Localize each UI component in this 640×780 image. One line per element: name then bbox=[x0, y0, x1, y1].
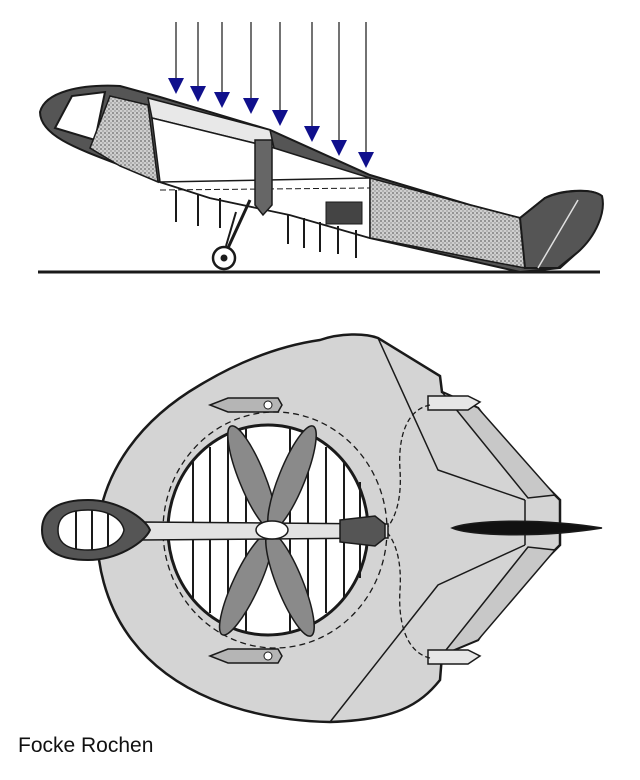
side-view bbox=[38, 22, 604, 274]
engine-box bbox=[325, 201, 363, 225]
forward-compartment bbox=[89, 95, 159, 184]
airflow-arrow bbox=[214, 22, 230, 108]
figure-caption: Focke Rochen bbox=[18, 734, 154, 757]
airflow-arrow bbox=[190, 22, 206, 102]
airflow-arrow bbox=[358, 22, 374, 168]
propeller bbox=[218, 425, 317, 637]
prop-hub bbox=[254, 139, 273, 217]
prop-hub-top bbox=[255, 520, 289, 540]
top-view bbox=[40, 333, 603, 724]
airflow-arrow bbox=[272, 22, 288, 126]
fitting-top bbox=[207, 397, 283, 413]
airflow-arrow bbox=[331, 22, 347, 156]
tail-fin-top bbox=[450, 520, 603, 536]
engine-pod-top bbox=[427, 395, 482, 411]
canopy-window bbox=[53, 90, 107, 142]
louver-vanes bbox=[175, 190, 357, 258]
airflow-arrows bbox=[168, 22, 374, 168]
landing-gear bbox=[211, 199, 252, 271]
elevon-bottom bbox=[441, 546, 557, 656]
airflow-arrow bbox=[168, 22, 184, 94]
engine-pod-bottom bbox=[427, 649, 482, 665]
engine-bay bbox=[339, 515, 386, 547]
airflow-arrow bbox=[243, 22, 259, 114]
airflow-arrow bbox=[304, 22, 320, 142]
fitting-bottom bbox=[207, 648, 283, 664]
